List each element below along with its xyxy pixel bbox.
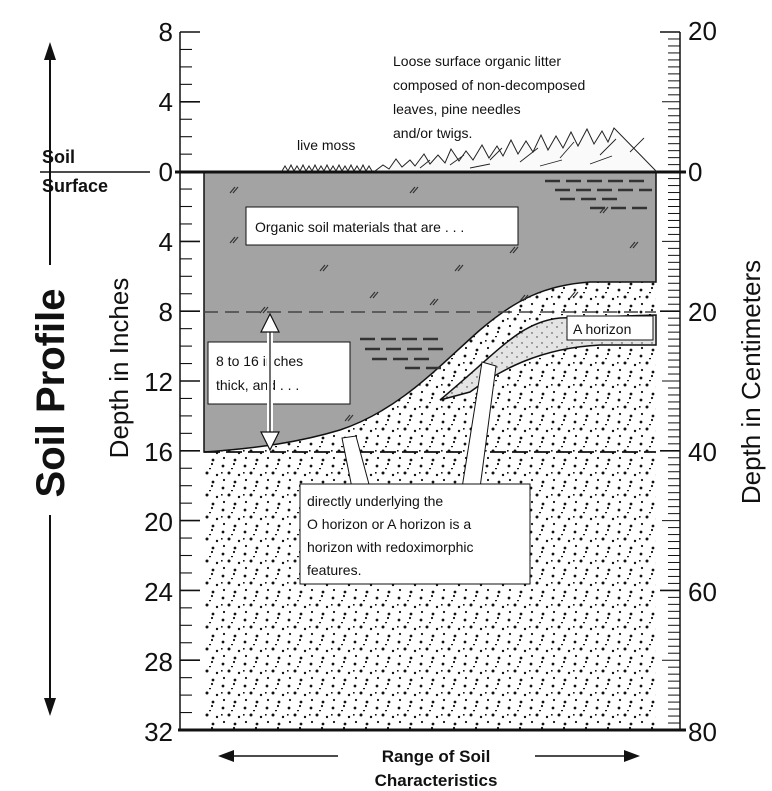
organic-texture-mark <box>569 291 576 299</box>
organic-texture-mark <box>409 186 416 194</box>
left-tick-label: 4 <box>159 87 173 117</box>
left-tick-label: 28 <box>144 647 173 677</box>
underlying-callout-line: O horizon or A horizon is a <box>307 516 471 532</box>
soil-surface-label-line1: Soil <box>42 147 75 167</box>
organic-texture-mark <box>412 186 419 194</box>
litter-note-line: and/or twigs. <box>393 125 472 141</box>
thickness-callout-box <box>207 341 351 405</box>
left-axis-labels: 8 4 0 4 8 12 16 20 24 28 32 <box>144 17 173 747</box>
organic-texture-mark <box>429 298 436 306</box>
range-label-group: Range of Soil Characteristics <box>218 747 640 790</box>
organic-texture-mark <box>457 264 464 272</box>
left-tick-label: 0 <box>159 157 173 187</box>
underlying-callout-line: features. <box>307 562 361 578</box>
organic-texture-mark <box>229 186 236 194</box>
thickness-callout-line: 8 to 16 inches <box>216 353 303 369</box>
organic-texture-mark <box>232 186 239 194</box>
right-tick-label: 80 <box>688 717 717 747</box>
left-axis-title: Depth in Inches <box>104 278 134 459</box>
right-tick-label: 20 <box>688 297 717 327</box>
organic-texture-mark <box>632 241 639 249</box>
organic-texture-mark <box>232 236 239 244</box>
left-tick-label: 32 <box>144 717 173 747</box>
organic-texture-mark <box>369 291 376 299</box>
organic-texture-mark <box>344 414 351 422</box>
organic-callout-box <box>245 206 519 246</box>
underlying-callout-box <box>299 483 531 585</box>
arrow-down-head-icon <box>260 431 280 452</box>
left-tick-label: 8 <box>159 297 173 327</box>
organic-callout-text: Organic soil materials that are . . . <box>255 219 464 235</box>
thickness-arrow <box>260 312 280 452</box>
organic-texture-mark <box>522 294 529 302</box>
litter-note-line: leaves, pine needles <box>393 101 521 117</box>
underlying-callout-line: directly underlying the <box>307 493 443 509</box>
organic-texture-mark <box>259 306 266 314</box>
soil-profile-title-group: Soil Profile <box>29 42 73 716</box>
up-arrow-icon <box>44 42 56 60</box>
organic-texture-mark <box>432 298 439 306</box>
down-arrow-icon <box>44 698 56 716</box>
organic-texture-mark <box>372 291 379 299</box>
left-tick-label: 4 <box>159 227 173 257</box>
right-axis-title: Depth in Centimeters <box>736 260 766 504</box>
left-tick-label: 8 <box>159 17 173 47</box>
litter-note-line: composed of non-decomposed <box>393 77 585 93</box>
organic-texture-mark <box>602 206 609 214</box>
organic-texture-mark <box>319 264 326 272</box>
right-range-arrow-icon <box>624 750 640 762</box>
thickness-callout-line: thick, and . . . <box>216 377 299 393</box>
organic-texture-mark <box>262 306 269 314</box>
left-axis-ticks <box>180 31 200 731</box>
organic-texture-mark <box>512 246 519 254</box>
organic-texture-mark <box>519 294 526 302</box>
organic-texture-mark <box>509 246 516 254</box>
right-tick-label: 20 <box>688 16 717 46</box>
range-label-line2: Characteristics <box>375 771 498 790</box>
right-axis-ticks <box>660 31 680 731</box>
organic-texture-mark <box>629 241 636 249</box>
redox-dash-marks <box>360 179 652 370</box>
right-tick-label: 0 <box>688 157 702 187</box>
soil-profile-title: Soil Profile <box>29 289 73 498</box>
organic-texture-mark <box>454 264 461 272</box>
litter-graphic <box>373 127 658 172</box>
litter-texture <box>419 137 645 169</box>
moss-graphic <box>281 163 373 173</box>
live-moss-label: live moss <box>297 137 355 153</box>
litter-note-line: Loose surface organic litter <box>393 53 561 69</box>
right-tick-label: 40 <box>688 437 717 467</box>
range-label-line1: Range of Soil <box>382 747 491 766</box>
underlying-callout-line: horizon with redoximorphic <box>307 539 474 555</box>
left-range-arrow-icon <box>218 750 234 762</box>
organic-texture-mark <box>347 414 354 422</box>
left-tick-label: 16 <box>144 437 173 467</box>
organic-texture-mark <box>572 291 579 299</box>
right-tick-label: 60 <box>688 577 717 607</box>
arrow-up-head-icon <box>260 312 280 333</box>
left-tick-label: 12 <box>144 367 173 397</box>
organic-texture-mark <box>322 264 329 272</box>
organic-texture-mark <box>229 236 236 244</box>
right-axis-labels: 20 0 20 40 60 80 <box>688 16 717 747</box>
litter-annotation: Loose surface organic litter composed of… <box>393 53 585 141</box>
a-horizon-label-box <box>566 315 654 341</box>
a-horizon-label: A horizon <box>573 321 631 337</box>
left-tick-label: 24 <box>144 577 173 607</box>
left-tick-label: 20 <box>144 507 173 537</box>
soil-surface-label-line2: Surface <box>42 176 108 196</box>
